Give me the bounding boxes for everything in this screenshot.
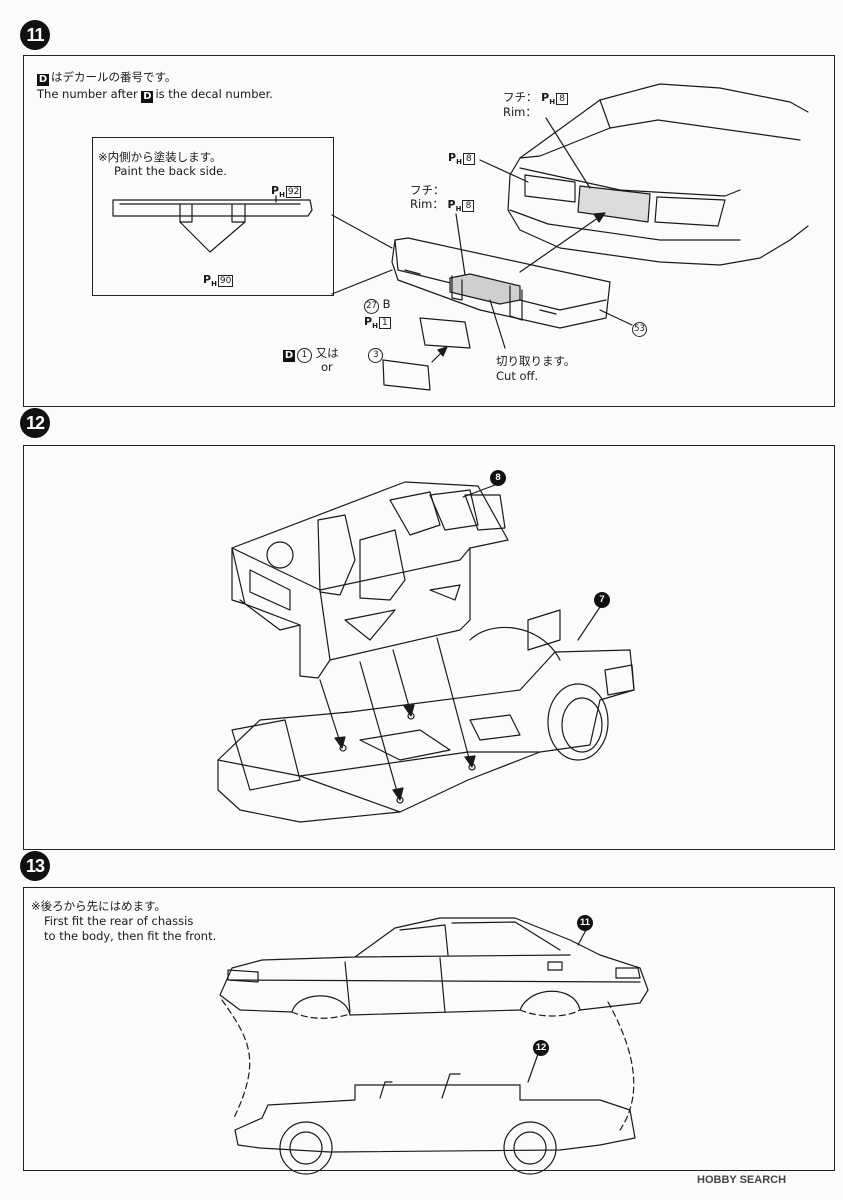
decal-note-jp-text: はデカールの番号です。 <box>51 70 177 84</box>
code-8: 8 <box>462 200 475 212</box>
step-13-panel <box>23 887 835 1171</box>
or-en: or <box>321 360 333 374</box>
code-1: 1 <box>378 317 391 329</box>
callout-8: 8 <box>490 470 506 486</box>
code-90: 90 <box>217 275 234 287</box>
step-11-panel <box>23 55 835 407</box>
step-13-note-en-2: to the body, then fit the front. <box>44 929 217 943</box>
code-92: 92 <box>285 186 302 198</box>
rim-jp: フチ： <box>503 90 538 104</box>
callout-12: 12 <box>533 1040 549 1056</box>
pc-prefix: P <box>448 151 457 164</box>
pc-prefix: P <box>364 315 373 328</box>
decal-letter-box-2: D <box>141 91 154 103</box>
pc-sub: H <box>372 322 378 331</box>
part-53-label: 53 <box>632 320 647 337</box>
step-13-note-jp: ※後ろから先にはめます。 <box>31 899 166 913</box>
step-number-13: 13 <box>20 851 50 881</box>
part-53-circle: 53 <box>632 322 647 337</box>
step-13-note-en-1: First fit the rear of chassis <box>44 914 194 928</box>
step-number-12: 12 <box>20 408 50 438</box>
callout-11: 11 <box>577 915 593 931</box>
hobby-search-watermark: HOBBY SEARCH <box>697 1174 787 1186</box>
decal-letter-box-3: D <box>283 350 295 362</box>
cut-off-en: Cut off. <box>496 369 539 383</box>
pc-sub: H <box>211 280 217 289</box>
rim-en: Rim： <box>410 197 444 211</box>
decal-letter-box: D <box>37 74 49 86</box>
callout-7: 7 <box>594 592 610 608</box>
cut-off-jp: 切り取ります。 <box>496 354 576 368</box>
or-jp: 又は <box>315 346 339 360</box>
code-8: 8 <box>556 93 569 105</box>
pc-prefix: P <box>447 198 456 211</box>
rim-label-top-en: Rim： <box>503 105 537 119</box>
decal-note-en-pre: The number after <box>37 87 138 101</box>
pc-prefix: P <box>203 273 212 286</box>
part-27-label: 27 B <box>364 297 391 314</box>
part-27-circle: 27 <box>364 299 379 314</box>
step-12-panel <box>23 445 835 850</box>
pc-sub: H <box>455 205 462 214</box>
decal-3-circle: 3 <box>368 348 384 363</box>
step-number-11: 11 <box>20 20 50 50</box>
decal-1-circle: 1 <box>297 348 312 363</box>
pc-sub: H <box>549 98 556 107</box>
rim-label-mid-jp: フチ： <box>410 183 445 197</box>
part-27-suffix: B <box>382 297 391 311</box>
inset-note-jp: ※内側から塗装します。 <box>98 150 222 164</box>
pc-prefix: P <box>271 184 280 197</box>
rim-jp: フチ： <box>410 183 445 197</box>
pc-prefix: P <box>541 91 550 104</box>
pc-sub: H <box>456 158 462 167</box>
inset-note-en: Paint the back side. <box>114 164 227 178</box>
pc-sub: H <box>279 191 285 200</box>
code-8: 8 <box>462 153 475 165</box>
decal-note-en-post: is the decal number. <box>155 87 273 101</box>
